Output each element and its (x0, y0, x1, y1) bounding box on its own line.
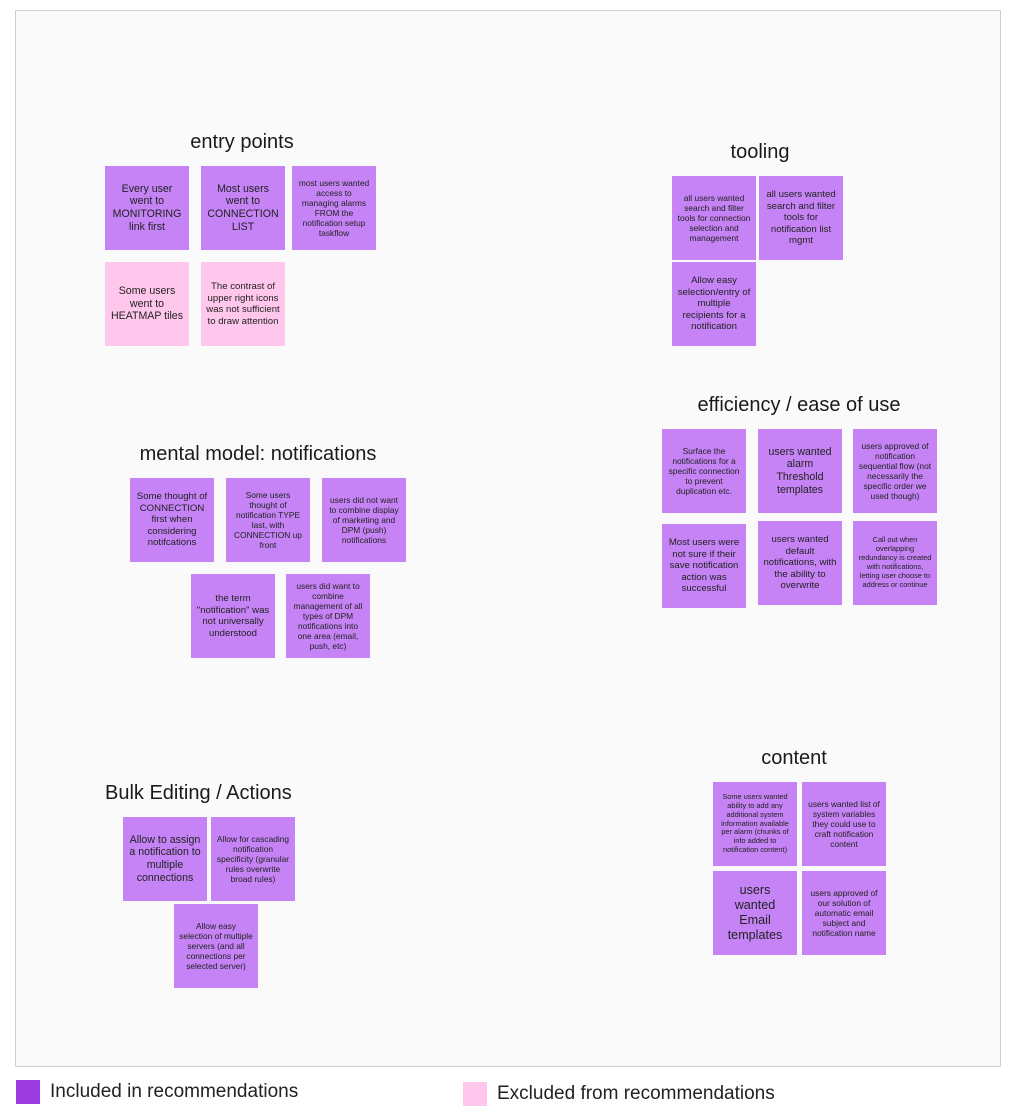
sticky-note[interactable]: Some users went to HEATMAP tiles (105, 262, 189, 346)
legend-excluded: Excluded from recommendations (463, 1082, 775, 1106)
sticky-note[interactable]: users wanted list of system variables th… (802, 782, 886, 866)
sticky-note[interactable]: users wanted alarm Threshold templates (758, 429, 842, 513)
group-title-efficiency: efficiency / ease of use (697, 394, 901, 416)
group-title-mental-model: mental model: notifications (139, 443, 377, 465)
legend-swatch-excluded (463, 1082, 487, 1106)
sticky-note[interactable]: users approved of notification sequentia… (853, 429, 937, 513)
sticky-note[interactable]: Call out when overlapping redundancy is … (853, 521, 937, 605)
legend-included: Included in recommendations (16, 1080, 298, 1104)
sticky-note[interactable]: Most users went to CONNECTION LIST (201, 166, 285, 250)
group-title-tooling: tooling (730, 141, 790, 163)
sticky-note[interactable]: Every user went to MONITORING link first (105, 166, 189, 250)
legend-label-included: Included in recommendations (50, 1081, 299, 1102)
sticky-note[interactable]: users wanted default notifications, with… (758, 521, 842, 605)
sticky-note[interactable]: Allow easy selection/entry of multiple r… (672, 262, 756, 346)
sticky-note[interactable]: Surface the notifications for a specific… (662, 429, 746, 513)
sticky-note[interactable]: Some thought of CONNECTION first when co… (130, 478, 214, 562)
sticky-note[interactable]: Allow to assign a notification to multip… (123, 817, 207, 901)
group-title-content: content (761, 747, 827, 769)
legend-swatch-included (16, 1080, 40, 1104)
group-title-bulk-editing: Bulk Editing / Actions (105, 782, 292, 804)
sticky-note[interactable]: Most users were not sure if their save n… (662, 524, 746, 608)
sticky-note[interactable]: Some users thought of notification TYPE … (226, 478, 310, 562)
sticky-note[interactable]: all users wanted search and filter tools… (759, 176, 843, 260)
sticky-note[interactable]: Allow easy selection of multiple servers… (174, 904, 258, 988)
sticky-note[interactable]: users approved of our solution of automa… (802, 871, 886, 955)
sticky-note[interactable]: The contrast of upper right icons was no… (201, 262, 285, 346)
sticky-note[interactable]: the term "notification" was not universa… (191, 574, 275, 658)
sticky-note[interactable]: all users wanted search and filter tools… (672, 176, 756, 260)
sticky-note[interactable]: Some users wanted ability to add any add… (713, 782, 797, 866)
sticky-note[interactable]: users did want to combine management of … (286, 574, 370, 658)
group-title-entry-points: entry points (190, 131, 294, 153)
sticky-note[interactable]: most users wanted access to managing ala… (292, 166, 376, 250)
sticky-note[interactable]: users did not want to combine display of… (322, 478, 406, 562)
sticky-note[interactable]: Allow for cascading notification specifi… (211, 817, 295, 901)
legend-label-excluded: Excluded from recommendations (497, 1083, 775, 1104)
sticky-note[interactable]: users wanted Email templates (713, 871, 797, 955)
